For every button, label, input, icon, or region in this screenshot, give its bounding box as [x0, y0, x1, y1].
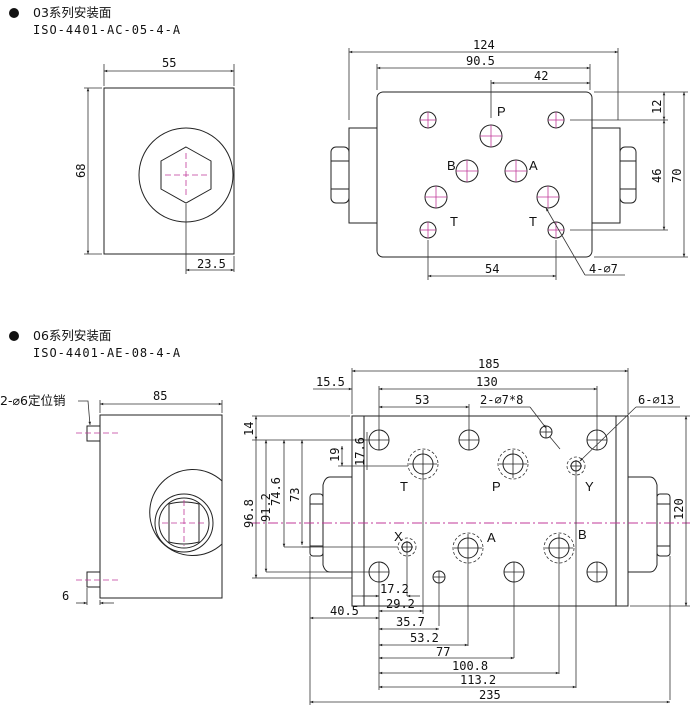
port-p — [479, 124, 503, 148]
dim-100-8: 100.8 — [452, 659, 488, 673]
section-06-standard: ISO-4401-AE-08-4-A — [33, 346, 181, 360]
port-a — [504, 159, 528, 183]
right-nut-icon — [619, 146, 637, 204]
label-b: B — [578, 527, 587, 542]
dim-42: 42 — [534, 69, 548, 83]
bullet-icon — [9, 331, 19, 341]
left-nut-icon — [330, 146, 350, 204]
dim-91-2: 91.2 — [259, 493, 273, 522]
port-t — [407, 448, 439, 480]
dim-70: 70 — [670, 169, 684, 183]
bolt-hole — [586, 429, 608, 451]
section-03-face-view: P B A T T 124 90.5 42 12 46 70 54 — [330, 38, 688, 280]
dim-130: 130 — [476, 375, 498, 389]
port-x — [397, 537, 417, 557]
section-06-title: 06系列安装面 — [33, 328, 111, 343]
note-4-d7: 4-⌀7 — [589, 262, 618, 276]
hex-plug-icon — [160, 146, 212, 204]
locating-pin — [86, 571, 101, 588]
dim-23-5: 23.5 — [197, 257, 226, 271]
section-03-standard: ISO-4401-AC-05-4-A — [33, 23, 181, 37]
dim-68: 68 — [74, 164, 88, 178]
dim-46: 46 — [650, 169, 664, 183]
plug-slot-icon — [168, 501, 200, 545]
right-end-cap — [591, 127, 621, 224]
section-06-face-view: T P Y X A B 185 130 15.5 53 2-⌀7*8 6-⌀13… — [242, 357, 690, 705]
locating-pin — [86, 425, 101, 442]
dim-53-2: 53.2 — [410, 631, 439, 645]
end-cap-circle — [149, 469, 223, 556]
dim-14: 14 — [242, 422, 256, 436]
label-t1: T — [450, 214, 458, 229]
label-a: A — [487, 530, 496, 545]
port-a — [452, 532, 484, 564]
label-p: P — [492, 479, 501, 494]
dim-19: 19 — [328, 448, 342, 462]
dim-55: 55 — [162, 56, 176, 70]
port-y — [566, 456, 586, 476]
left-end-cap — [322, 476, 352, 573]
valve-body-outline — [103, 87, 235, 255]
dim-53: 53 — [415, 393, 429, 407]
dim-96-8: 96.8 — [242, 499, 256, 528]
dim-124: 124 — [473, 38, 495, 52]
pin-hole — [432, 570, 446, 584]
dim-77: 77 — [436, 645, 450, 659]
bolt-hole — [368, 561, 390, 583]
port-b — [455, 159, 479, 183]
left-nut-icon — [309, 493, 324, 557]
label-y: Y — [585, 479, 594, 494]
label-x: X — [394, 529, 403, 544]
dim-29-2: 29.2 — [386, 597, 415, 611]
dim-120: 120 — [672, 498, 686, 520]
section-06-side-view: 85 2-⌀6定位销 6 — [0, 389, 223, 605]
section-03-header: 03系列安装面 ISO-4401-AC-05-4-A — [9, 5, 181, 37]
bolt-hole — [547, 111, 565, 129]
section-06-header: 06系列安装面 ISO-4401-AE-08-4-A — [9, 328, 181, 360]
bolt-hole — [419, 111, 437, 129]
port-t1 — [424, 185, 448, 209]
port-b — [543, 532, 575, 564]
dim-54: 54 — [485, 262, 499, 276]
right-nut-icon — [656, 493, 671, 557]
dim-113-2: 113.2 — [460, 673, 496, 687]
dim-40-5: 40.5 — [330, 604, 359, 618]
label-b: B — [447, 158, 456, 173]
dim-74-6: 74.6 — [269, 477, 283, 506]
dim-17-6: 17.6 — [353, 437, 367, 466]
note-2-d7x8: 2-⌀7*8 — [480, 393, 523, 407]
dim-17-2: 17.2 — [380, 582, 409, 596]
port-p — [497, 448, 529, 480]
dim-6: 6 — [62, 589, 69, 603]
bolt-hole — [458, 429, 480, 451]
section-03-side-view: 55 68 23.5 — [74, 56, 235, 274]
dim-73: 73 — [288, 488, 302, 502]
bullet-icon — [9, 8, 19, 18]
label-a: A — [529, 158, 538, 173]
dim-235: 235 — [479, 688, 501, 702]
note-6-d13: 6-⌀13 — [638, 393, 674, 407]
mounting-plate-outline — [351, 415, 629, 607]
dim-85: 85 — [153, 389, 167, 403]
bolt-hole — [586, 561, 608, 583]
valve-body-outline — [99, 414, 223, 599]
label-t: T — [400, 479, 408, 494]
port-holes — [419, 111, 565, 239]
dim-15-5: 15.5 — [316, 375, 345, 389]
label-t2: T — [529, 214, 537, 229]
dim-35-7: 35.7 — [396, 615, 425, 629]
bolt-hole — [419, 221, 437, 239]
section-03-title: 03系列安装面 — [33, 5, 111, 20]
bolt-hole — [503, 561, 525, 583]
left-end-cap — [348, 127, 378, 224]
bolt-holes — [368, 429, 608, 583]
label-p: P — [497, 104, 506, 119]
dim-185: 185 — [478, 357, 500, 371]
note-2-d6-pin: 2-⌀6定位销 — [0, 393, 65, 408]
dim-12: 12 — [650, 100, 664, 114]
bolt-hole — [368, 429, 390, 451]
right-end-cap — [628, 476, 658, 573]
dim-90-5: 90.5 — [466, 54, 495, 68]
port-t2 — [536, 185, 560, 209]
